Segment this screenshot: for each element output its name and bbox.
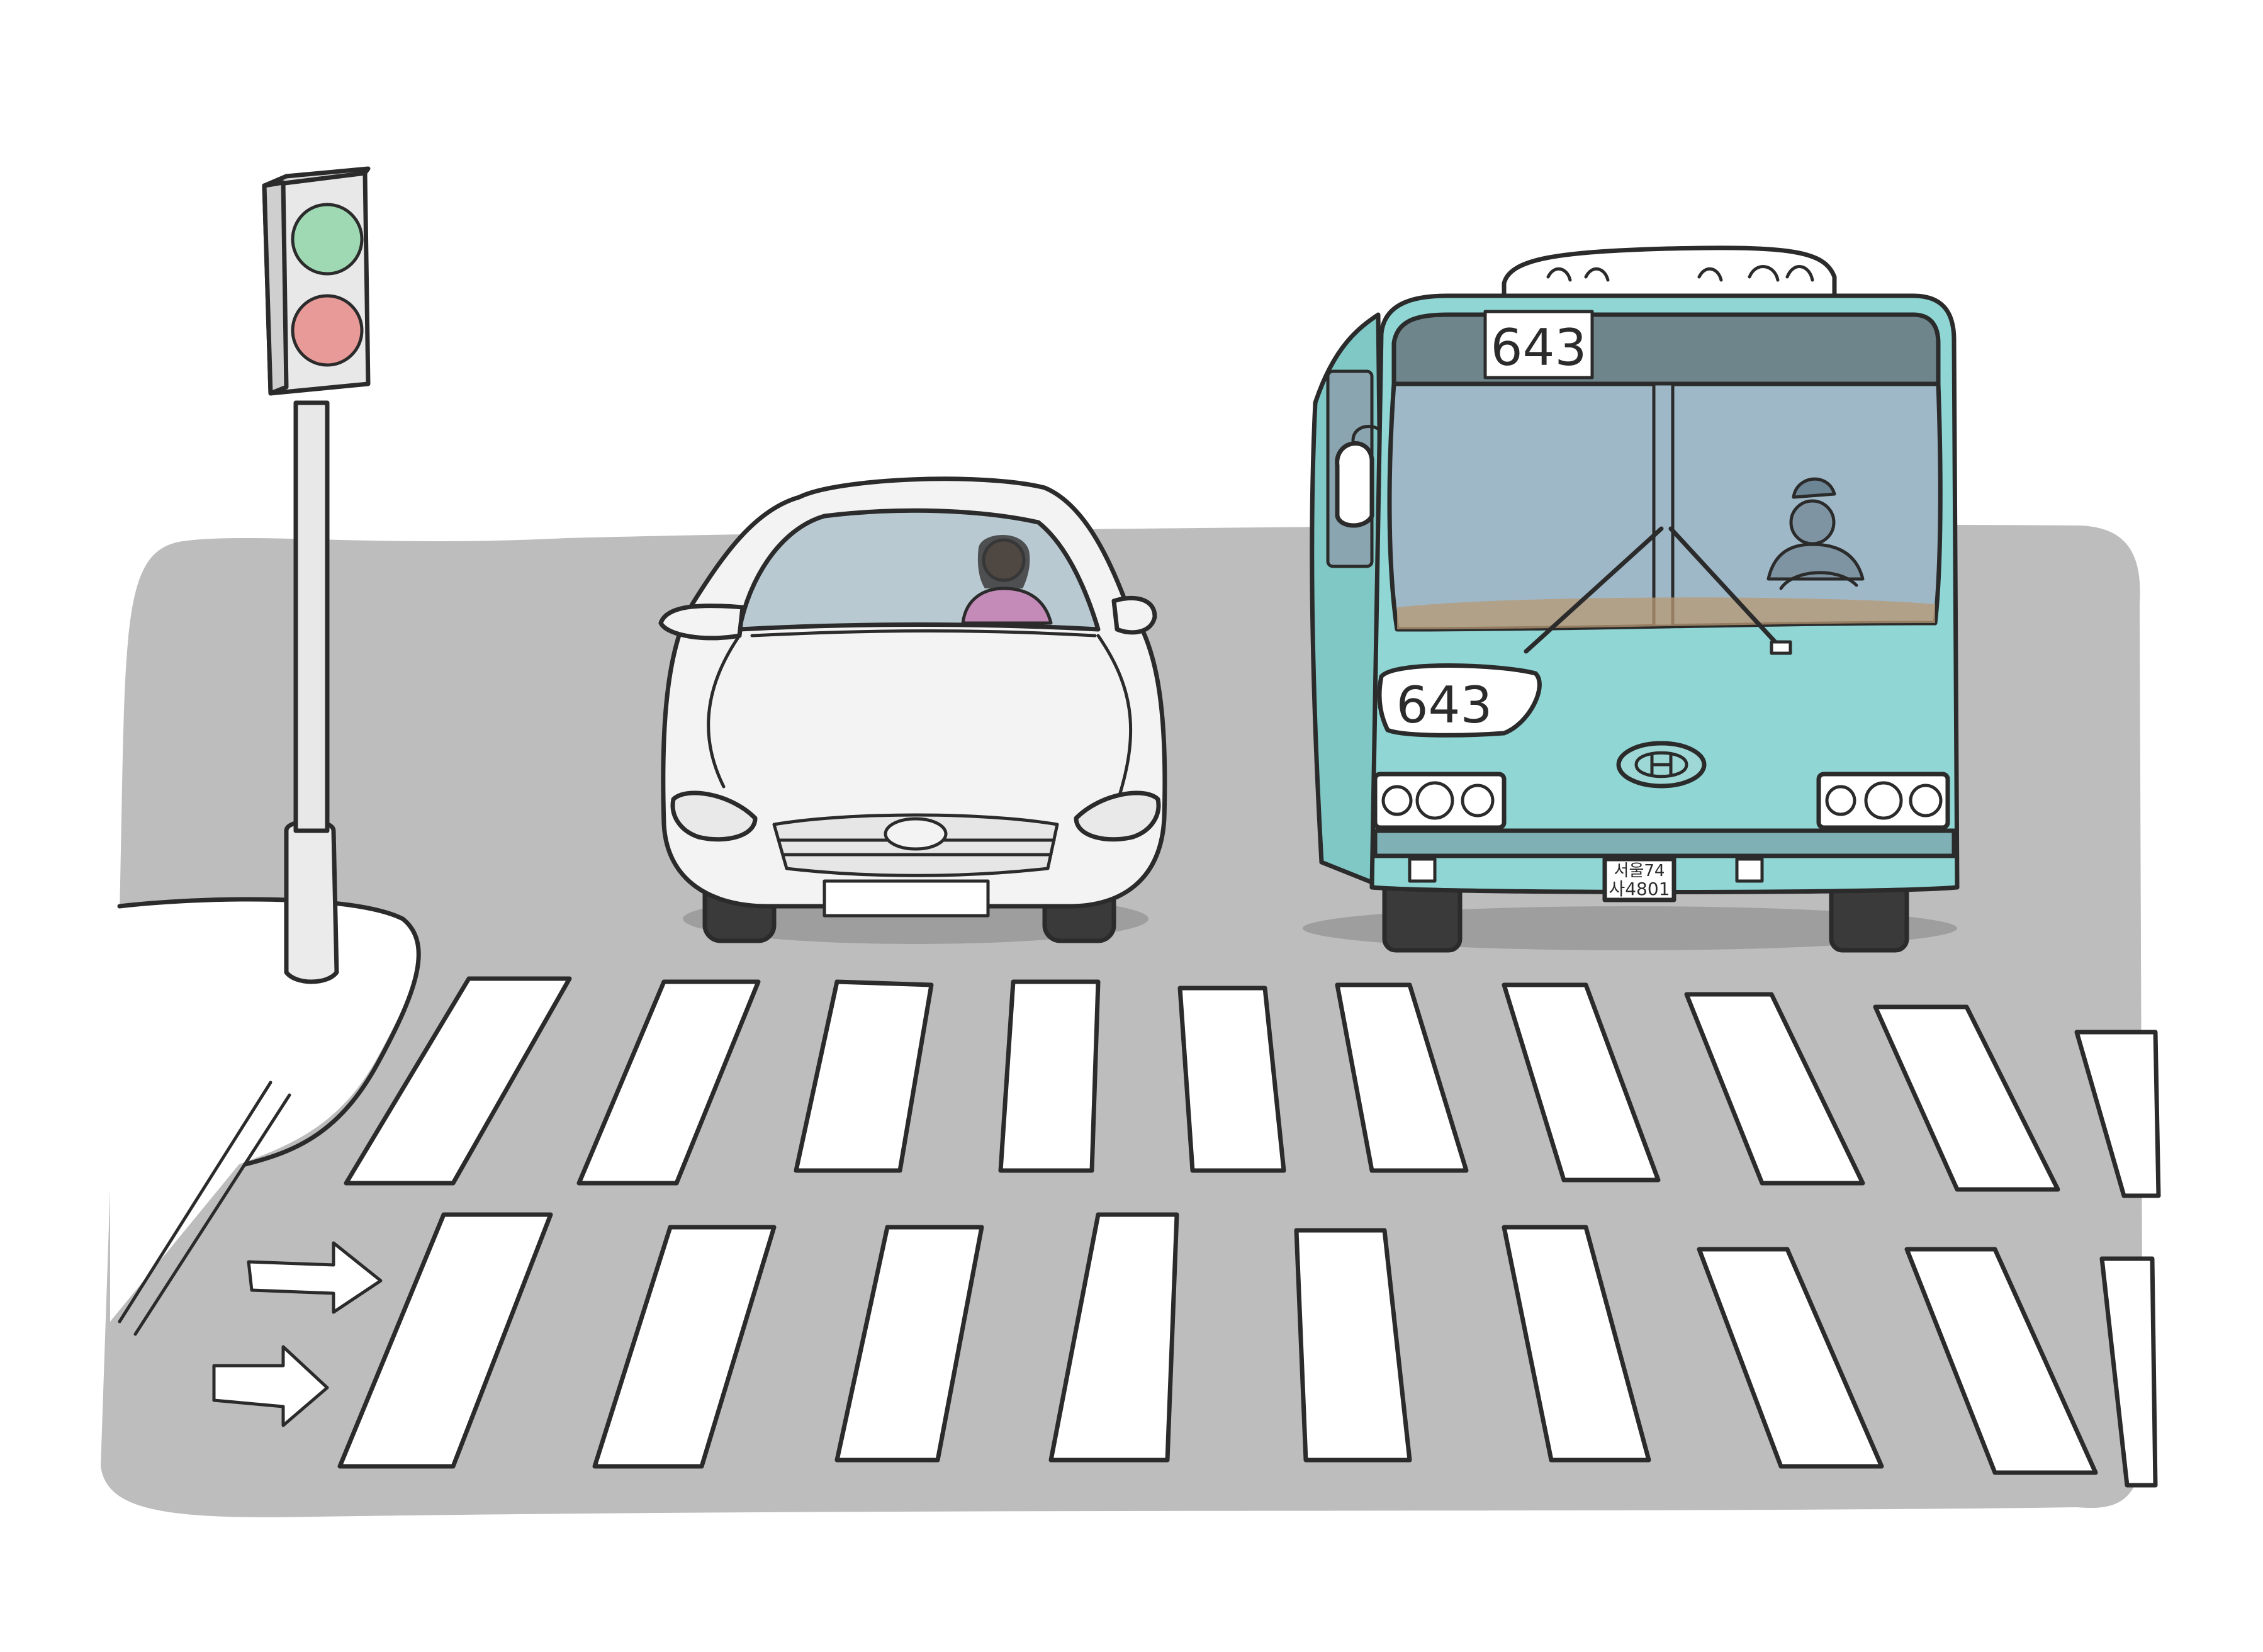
bus: 643 643: [1303, 245, 1960, 953]
front-route-number: 643: [1396, 676, 1493, 734]
crosswalk: [337, 976, 2161, 1488]
traffic-light: [262, 166, 371, 984]
license-plate-line1: 서울74: [1614, 862, 1665, 880]
bus-headlights-left: [1373, 772, 1507, 830]
right-arrow-marking: [247, 1241, 383, 1314]
bus-logo: [1616, 741, 1707, 789]
red-lamp: [291, 294, 364, 367]
right-arrow-marking: [212, 1345, 329, 1427]
car: [658, 476, 1167, 944]
license-plate: [1602, 857, 1676, 902]
bus-headlights-right: [1816, 772, 1950, 830]
route-sign: [1483, 310, 1594, 379]
bus-driver: [1766, 477, 1865, 590]
green-lamp: [291, 203, 364, 276]
car-driver: [961, 535, 1053, 625]
license-plate-line2: 사4801: [1609, 879, 1670, 899]
route-sign-number: 643: [1491, 318, 1587, 377]
